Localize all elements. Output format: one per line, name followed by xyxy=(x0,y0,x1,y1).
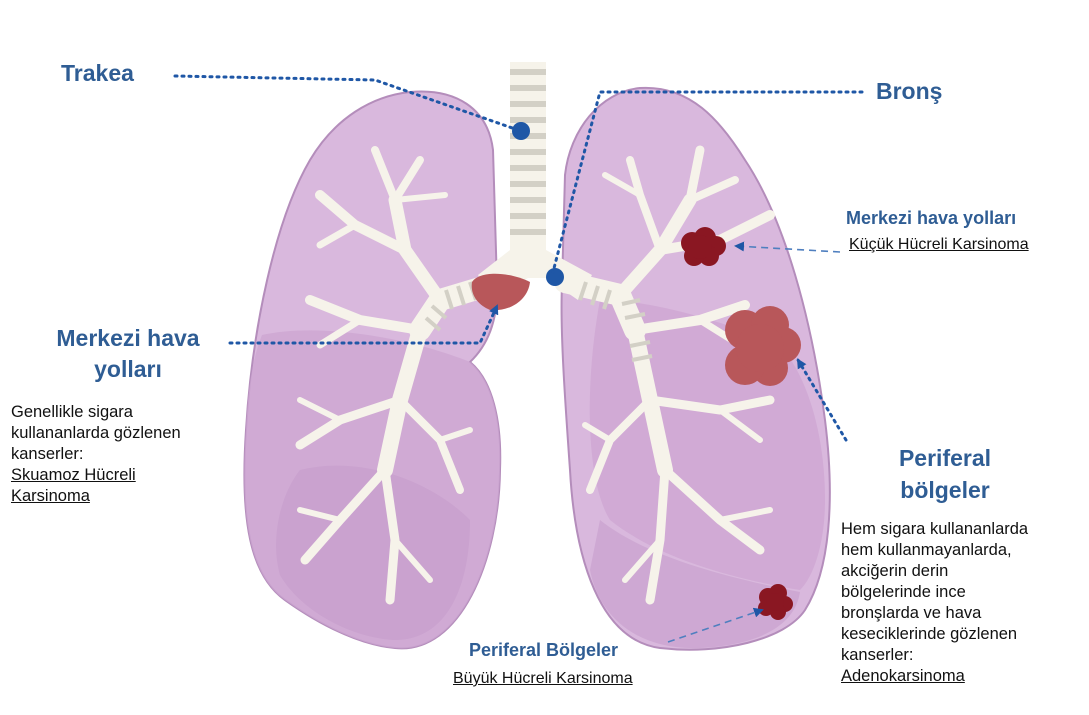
central-right-title: Merkezi hava yolları xyxy=(846,208,1016,230)
peripheral-type: Adenokarsinoma xyxy=(841,666,1028,687)
peripheral-desc-line3: akciğerin derin xyxy=(841,561,1028,582)
left-lung xyxy=(244,91,500,648)
central-left-title-line1: Merkezi hava xyxy=(28,323,228,354)
central-left-desc-line3: kanserler: xyxy=(11,444,181,465)
peripheral-bottom-title: Periferal Bölgeler xyxy=(469,640,618,662)
peripheral-title-line2: bölgeler xyxy=(870,474,1020,506)
central-left-type-line2: Karsinoma xyxy=(11,486,181,507)
peripheral-desc-line1: Hem sigara kullananlarda xyxy=(841,519,1028,540)
peripheral-desc-line6: keseciklerinde gözlenen xyxy=(841,624,1028,645)
peripheral-title: Periferal bölgeler xyxy=(870,442,1020,506)
peripheral-desc-line7: kanserler: xyxy=(841,645,1028,666)
bronchus-marker xyxy=(546,268,564,286)
peripheral-desc-line2: hem kullanmayanlarda, xyxy=(841,540,1028,561)
central-left-description: Genellikle sigara kullananlarda gözlenen… xyxy=(11,402,181,507)
peripheral-title-line1: Periferal xyxy=(870,442,1020,474)
trachea-marker xyxy=(512,122,530,140)
bronchus-label: Bronş xyxy=(876,78,942,106)
central-left-desc-line1: Genellikle sigara xyxy=(11,402,181,423)
peripheral-description: Hem sigara kullananlarda hem kullanmayan… xyxy=(841,519,1028,687)
peripheral-bottom-type: Büyük Hücreli Karsinoma xyxy=(453,670,633,688)
central-left-type-line1: Skuamoz Hücreli xyxy=(11,465,181,486)
central-left-title: Merkezi hava yolları xyxy=(28,323,228,385)
central-left-desc-line2: kullananlarda gözlenen xyxy=(11,423,181,444)
central-right-type: Küçük Hücreli Karsinoma xyxy=(849,236,1029,254)
trachea-label: Trakea xyxy=(61,60,134,88)
peripheral-desc-line4: bölgelerinde ince xyxy=(841,582,1028,603)
central-left-title-line2: yolları xyxy=(28,354,228,385)
peripheral-desc-line5: bronşlarda ve hava xyxy=(841,603,1028,624)
